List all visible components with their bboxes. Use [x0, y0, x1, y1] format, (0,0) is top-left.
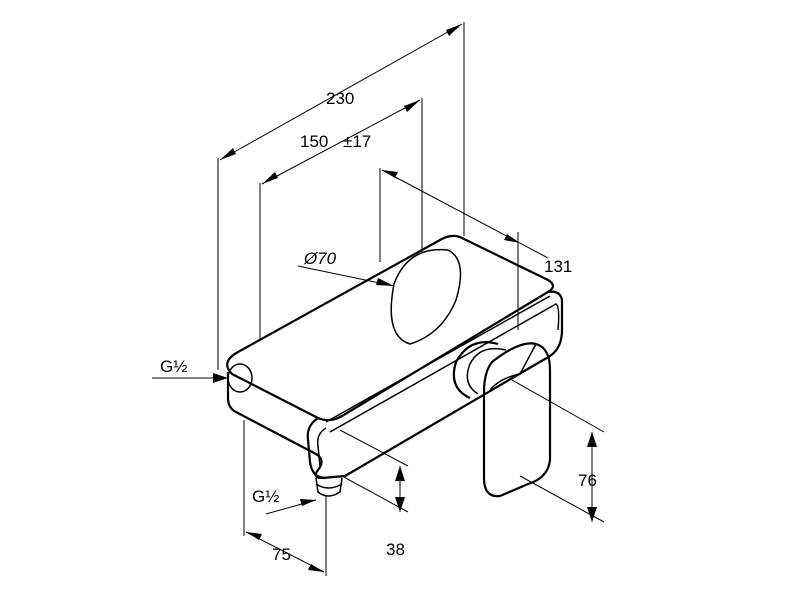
mixer-body: [226, 234, 564, 497]
dimension-76: 76: [578, 432, 597, 522]
body-chamfer-line: [325, 295, 560, 433]
mixer-lever: [452, 341, 552, 498]
inlet-left-label: G½: [160, 357, 187, 376]
dimension-150: 150 ±17: [261, 99, 421, 185]
dimension-230: 230: [219, 23, 463, 161]
lever-hub-inner: [466, 347, 507, 395]
lever-hub: [452, 341, 499, 400]
dim-38-label: 38: [386, 540, 405, 559]
lever-handle-edge: [489, 343, 537, 391]
extension-lines: [217, 22, 605, 576]
dimension-75: 75: [245, 531, 325, 573]
body-top-face: [226, 234, 555, 422]
body-end-face: [306, 417, 327, 480]
bottom-connector: [315, 477, 343, 497]
dim-131-label: 131: [544, 257, 572, 276]
dim-150-tolerance: ±17: [343, 132, 371, 151]
dim-230-label: 230: [326, 89, 354, 108]
dimension-38: 38: [386, 466, 405, 559]
dimension-diameter: Ø70: [297, 249, 395, 287]
dimension-inlet-bottom: G½: [252, 487, 317, 515]
dim-diameter-label: Ø70: [303, 249, 337, 268]
dimension-inlet-left: G½: [152, 357, 228, 383]
dim-76-label: 76: [578, 471, 597, 490]
dimension-131: 131: [381, 169, 572, 276]
inlet-bottom-label: G½: [252, 487, 279, 506]
diameter-circle: [390, 248, 462, 345]
lever-handle: [482, 342, 552, 498]
body-end-chamfer: [316, 427, 327, 467]
dim-150-label: 150: [300, 132, 328, 151]
dim-75-label: 75: [272, 545, 291, 564]
